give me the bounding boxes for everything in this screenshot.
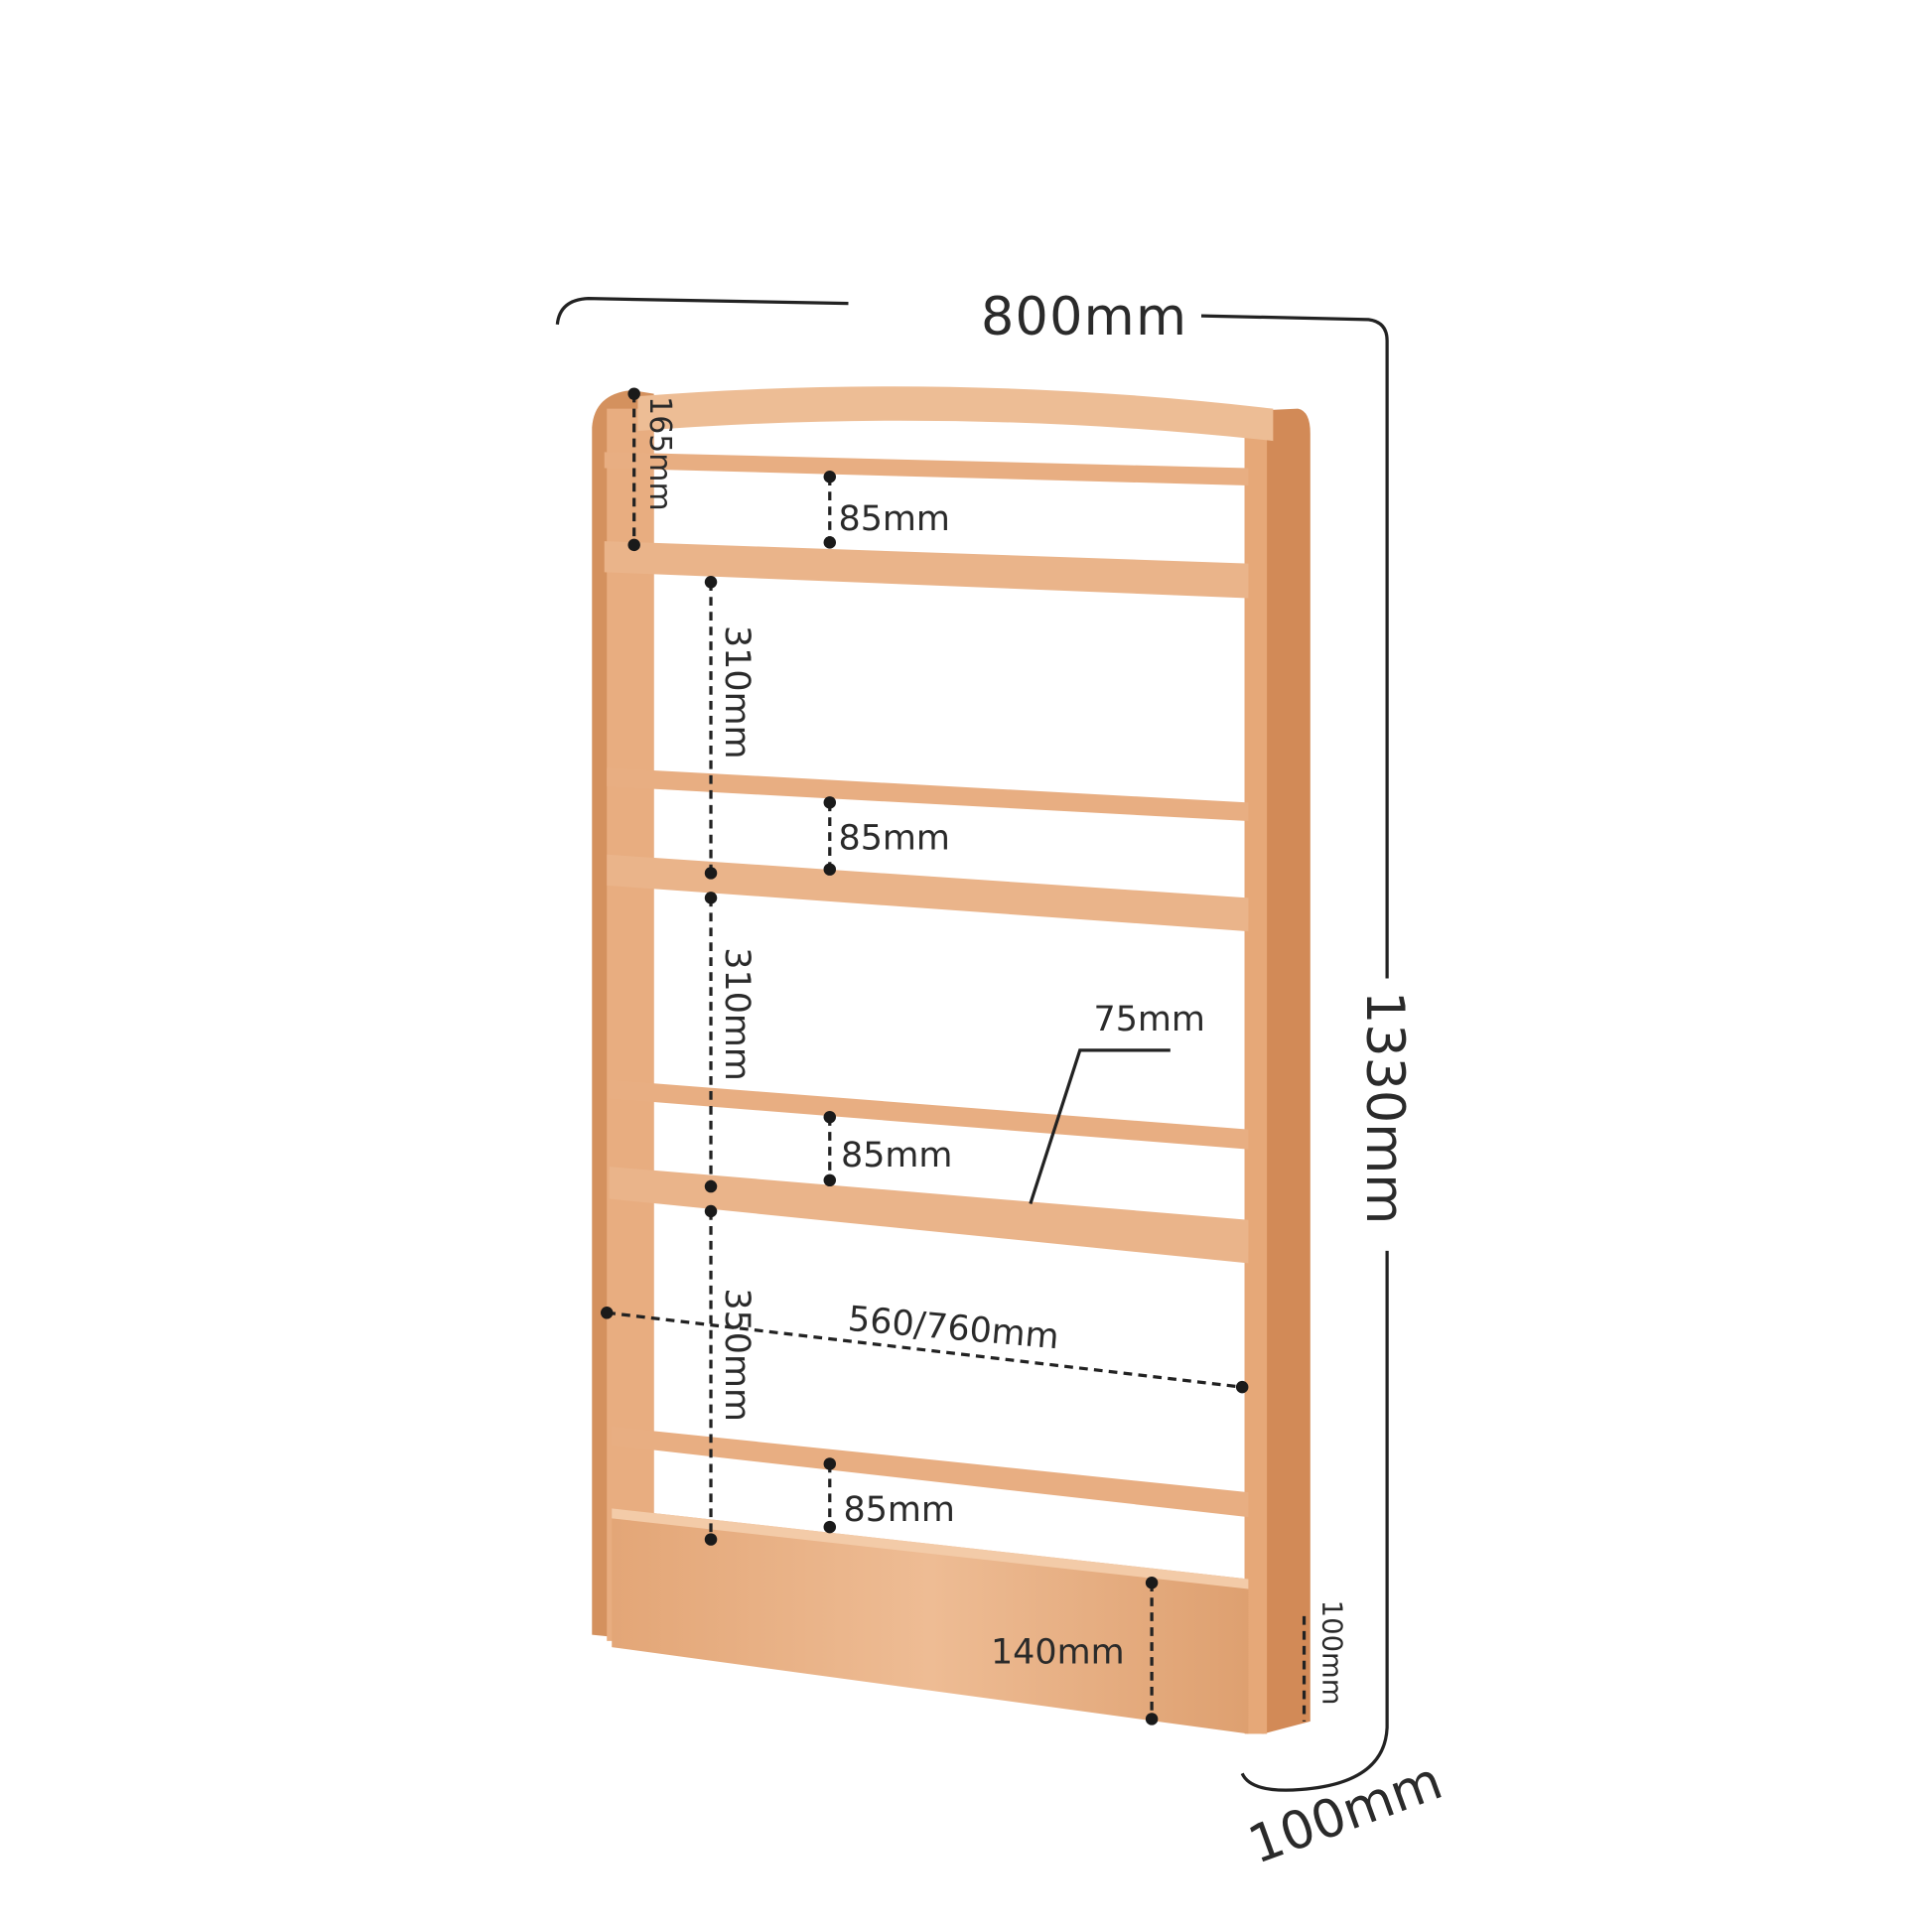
width-label: 800mm bbox=[981, 287, 1187, 347]
top-arched-rail bbox=[637, 386, 1274, 442]
height-label: 1330mm bbox=[1354, 991, 1415, 1224]
rail-height-label: 75mm bbox=[1093, 1000, 1204, 1039]
shelf-spacing-label-3: 350mm bbox=[717, 1288, 757, 1422]
inner-width-label: 560/760mm bbox=[846, 1300, 1060, 1357]
bottom-board-top-edge bbox=[612, 1508, 1249, 1589]
left-upright-inner bbox=[607, 408, 654, 1641]
rail-thin-4 bbox=[612, 1427, 1249, 1518]
shelf-spacing-label-2: 310mm bbox=[717, 947, 757, 1081]
rail-gap-label-1: 85mm bbox=[839, 499, 950, 539]
shelf-spacing-label-1: 310mm bbox=[717, 625, 757, 759]
rail-thick-1 bbox=[604, 541, 1249, 599]
rail-gap-label-4: 85mm bbox=[844, 1490, 955, 1530]
rail-thin-1 bbox=[604, 452, 1249, 485]
top-gap-label: 165mm bbox=[642, 396, 677, 510]
rail-gap-label-2: 85mm bbox=[839, 819, 950, 859]
rail-gap-label-3: 85mm bbox=[841, 1136, 952, 1175]
rail-thick-3 bbox=[609, 1167, 1249, 1264]
rail-thick-2 bbox=[607, 854, 1249, 932]
rail-thin-3 bbox=[609, 1079, 1249, 1150]
bookshelf bbox=[592, 386, 1311, 1734]
base-height-label: 140mm bbox=[991, 1632, 1125, 1672]
depth-label: 100mm bbox=[1241, 1750, 1450, 1875]
dimension-lines bbox=[555, 297, 1389, 1792]
right-upright-front bbox=[1244, 427, 1268, 1734]
rail-thin-2 bbox=[607, 767, 1249, 822]
foot-height-label: 100mm bbox=[1315, 1600, 1346, 1706]
